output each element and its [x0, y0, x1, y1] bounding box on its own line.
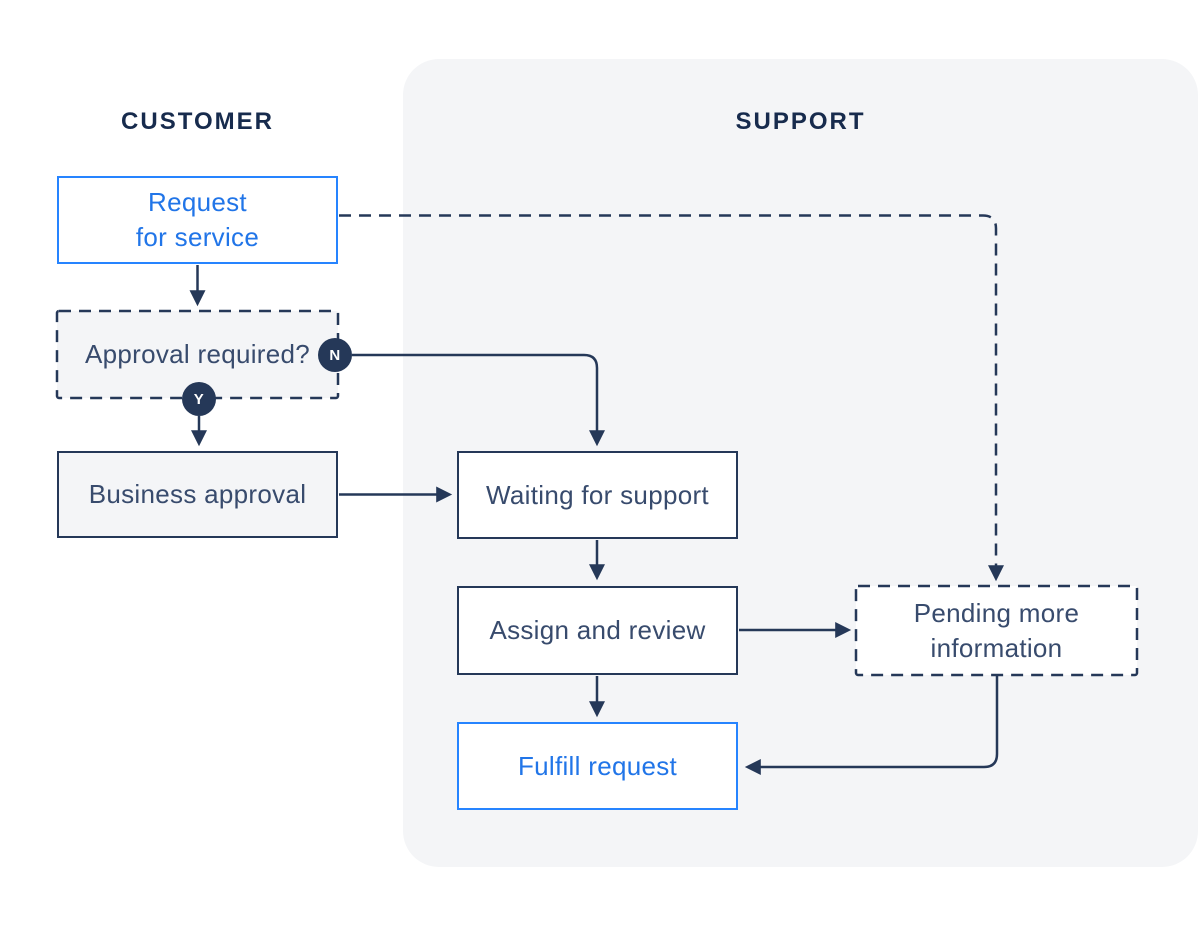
node-request-for-service-label-line1: Request [148, 187, 247, 217]
node-assign-and-review: Assign and review [457, 586, 738, 675]
decision-badge-yes: Y [182, 382, 216, 416]
edge-pending-to-fulfill [744, 676, 999, 776]
node-business-approval-label: Business approval [88, 479, 307, 509]
node-request-for-service: Request for service [57, 176, 338, 264]
edge-request-to-pending-dashed [339, 214, 1005, 582]
node-business-approval: Business approval [57, 451, 338, 538]
node-fulfill-request: Fulfill request [457, 722, 738, 810]
node-approval-required-label: Approval required? [84, 339, 311, 369]
node-approval-required: Approval required? [57, 311, 338, 398]
node-fulfill-request-label: Fulfill request [517, 750, 678, 781]
node-assign-and-review-label: Assign and review [489, 615, 706, 645]
node-request-for-service-label-line2: for service [135, 222, 260, 252]
edge-approval-no-to-waiting [352, 353, 606, 447]
node-pending-more-information-label-line2: information [930, 632, 1063, 663]
pending-more-information-box-outline [854, 584, 1139, 677]
node-waiting-for-support-label: Waiting for support [486, 479, 709, 510]
node-pending-more-information-label-line1: Pending more [913, 597, 1080, 628]
node-waiting-for-support: Waiting for support [457, 451, 738, 539]
node-pending-more-information: Pending more information [856, 586, 1137, 675]
lane-heading-customer: CUSTOMER [121, 108, 274, 135]
lane-heading-support: SUPPORT [735, 108, 866, 135]
decision-badge-no: N [318, 338, 352, 372]
